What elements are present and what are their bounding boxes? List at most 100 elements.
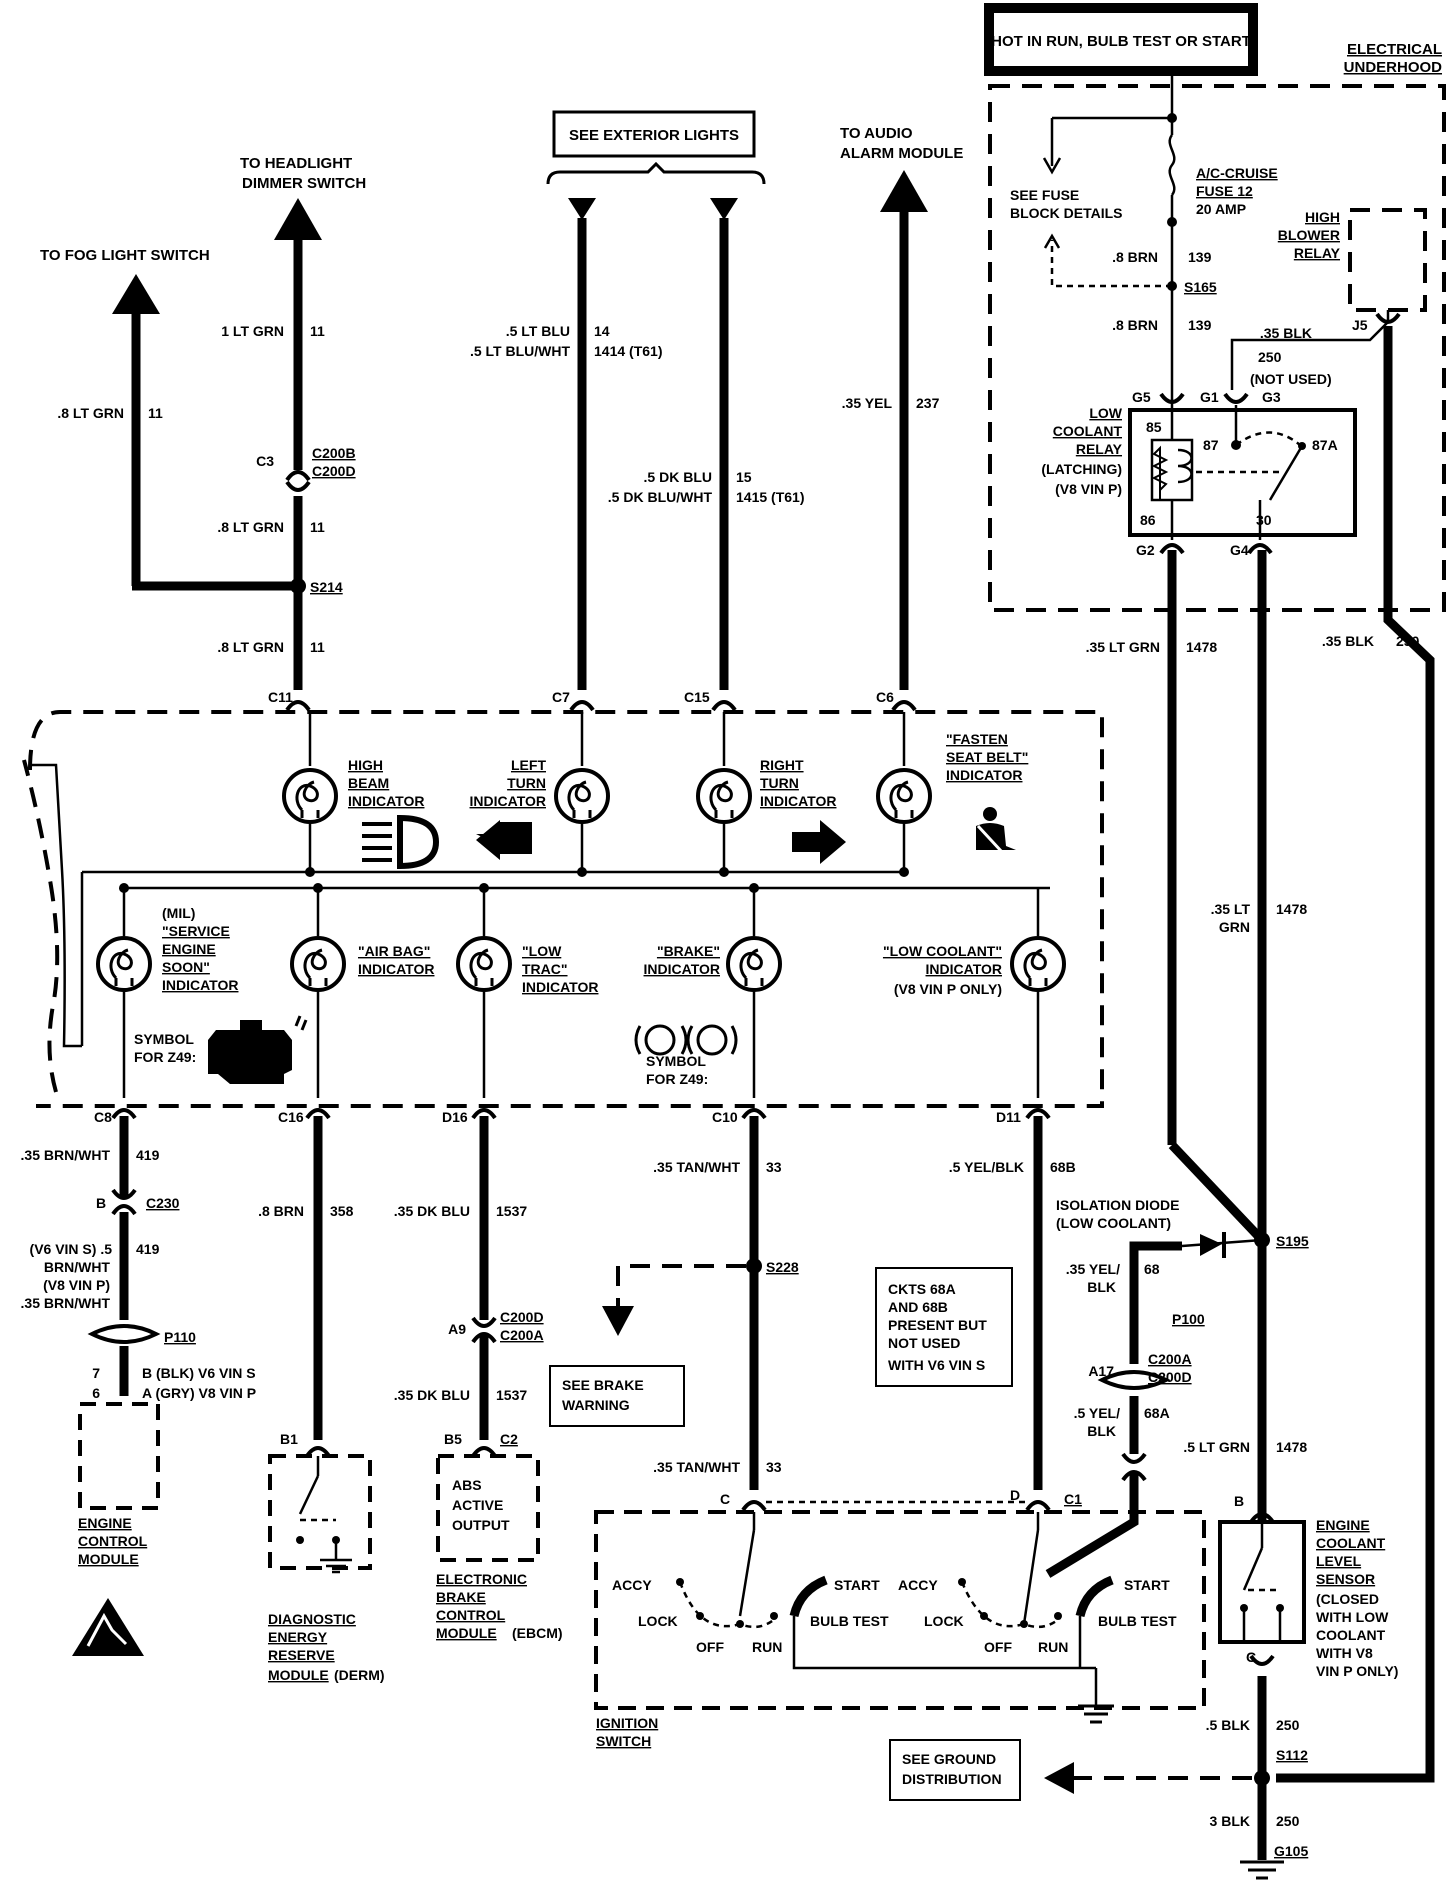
wire-3-lt-grn: .8 LT GRN: [217, 639, 284, 655]
wire-lt-blu-wht-c: 1414 (T61): [594, 343, 662, 359]
sensor-2: COOLANT: [1316, 1535, 1386, 1551]
ign-start-1: START: [834, 1577, 880, 1593]
ign-accy-1: ACCY: [612, 1577, 652, 1593]
ign-bulb-2: BULB TEST: [1098, 1613, 1177, 1629]
airbag-1: "AIR BAG": [358, 943, 430, 959]
sensor-6: WITH LOW: [1316, 1609, 1389, 1625]
ign-d: D: [1010, 1487, 1020, 1503]
exterior-arrow-2: [710, 198, 738, 220]
sensor-7: COOLANT: [1316, 1627, 1386, 1643]
high-beam-1: HIGH: [348, 757, 383, 773]
w-1537-b-c: 1537: [496, 1387, 527, 1403]
conn-c15: C15: [684, 689, 710, 705]
see-fuse-1: SEE FUSE: [1010, 187, 1079, 203]
high-beam-3: INDICATOR: [348, 793, 424, 809]
engine-icon: [208, 1015, 308, 1084]
conn-c3: C3: [256, 453, 274, 469]
derm-2: ENERGY: [268, 1629, 328, 1645]
w-1537-a: .35 DK BLU: [394, 1203, 470, 1219]
blower-relay-label-3: RELAY: [1294, 245, 1341, 261]
w-1478-mid-c: 1478: [1276, 901, 1307, 917]
wire-1-lt-grn: 1 LT GRN: [221, 323, 284, 339]
ignition-switch-left: [676, 1512, 1096, 1670]
ign-c1: C1: [1064, 1491, 1082, 1507]
power-source-label: HOT IN RUN, BULB TEST OR START: [991, 33, 1251, 50]
w-250-gnd-c: 250: [1276, 1813, 1300, 1829]
headlight-arrow: [274, 198, 322, 240]
pin-7-label: B (BLK) V6 VIN S: [142, 1365, 256, 1381]
w-250-low: .5 BLK: [1206, 1717, 1250, 1733]
diode-label-2: (LOW COOLANT): [1056, 1215, 1171, 1231]
dest-fog: TO FOG LIGHT SWITCH: [40, 247, 210, 264]
wire-fog: .8 LT GRN: [57, 405, 124, 421]
ckts-1: CKTS 68A: [888, 1281, 956, 1297]
conn-c200a-2: C200A: [500, 1327, 544, 1343]
ground-dist-1: SEE GROUND: [902, 1751, 996, 1767]
w-358: .8 BRN: [258, 1203, 304, 1219]
conn-d11: D11: [996, 1109, 1021, 1125]
conn-c8: C8: [94, 1109, 112, 1125]
ebcm-3: CONTROL: [436, 1607, 506, 1623]
splice-s228: [746, 1258, 762, 1274]
underhood-electrical-center: [988, 84, 1446, 612]
coolant-ind-3: (V8 VIN P ONLY): [894, 981, 1002, 997]
power-source-box: [984, 3, 1258, 76]
cluster-top-row: [80, 700, 932, 1046]
w-1478-mid: .35 LT: [1211, 901, 1251, 917]
w-33-a: .35 TAN/WHT: [653, 1159, 740, 1175]
sensor-pin-b: B: [1234, 1493, 1244, 1509]
dest-audio-1: TO AUDIO: [840, 125, 913, 142]
sensor-1: ENGINE: [1316, 1517, 1370, 1533]
high-beam-2: BEAM: [348, 775, 389, 791]
relay-85: 85: [1146, 419, 1162, 435]
w-419-b: (V6 VIN S) .5: [30, 1241, 113, 1257]
conn-c230: C230: [146, 1195, 180, 1211]
mil-3: ENGINE: [162, 941, 216, 957]
derm-switch: [296, 1456, 352, 1574]
relay-30: 30: [1256, 512, 1272, 528]
conn-a17: A17: [1088, 1363, 1114, 1379]
sensor-4: SENSOR: [1316, 1571, 1375, 1587]
wire-dk-blu-wht-c: 1415 (T61): [736, 489, 804, 505]
splice-s195-label: S195: [1276, 1233, 1309, 1249]
seat-belt-1: "FASTEN: [946, 731, 1008, 747]
ign-off-2: OFF: [984, 1639, 1012, 1655]
ign-run-2: RUN: [1038, 1639, 1068, 1655]
w-68a-c: 68A: [1144, 1405, 1170, 1421]
ground-dist-2: DISTRIBUTION: [902, 1771, 1002, 1787]
splice-s214: [290, 578, 306, 594]
wire-dk-blu-c: 15: [736, 469, 752, 485]
conn-c200d-2: C200D: [500, 1309, 544, 1325]
dest-headlight-1: TO HEADLIGHT: [240, 155, 352, 172]
w-1478-mid-b: GRN: [1219, 919, 1250, 935]
wire-1-lt-grn-c: 11: [310, 323, 325, 339]
relay-g1: G1: [1200, 389, 1219, 405]
splice-s112: [1254, 1770, 1270, 1786]
trac-1: "LOW: [522, 943, 562, 959]
seat-belt-2: SEAT BELT": [946, 749, 1028, 765]
pin-7: 7: [92, 1365, 100, 1381]
ckts-3: PRESENT BUT: [888, 1317, 987, 1333]
mil-2: "SERVICE: [162, 923, 230, 939]
underhood-center-label: UNDERHOOD ELECTRICAL: [1344, 41, 1443, 76]
fuse-amp: 20 AMP: [1196, 201, 1246, 217]
ecm-1: ENGINE: [78, 1515, 132, 1531]
conn-c7: C7: [552, 689, 570, 705]
trac-2: TRAC": [522, 961, 568, 977]
sensor-switch: [1240, 1522, 1284, 1642]
relay-g5: G5: [1132, 389, 1151, 405]
diode-label-1: ISOLATION DIODE: [1056, 1197, 1179, 1213]
esd-warning-icon: [72, 1598, 144, 1656]
conn-b5: B5: [444, 1431, 462, 1447]
right-turn-1: RIGHT: [760, 757, 804, 773]
ign-lock-2: LOCK: [924, 1613, 964, 1629]
relay-label-2: COOLANT: [1053, 423, 1123, 439]
w-1537-a-c: 1537: [496, 1203, 527, 1219]
wire-lt-blu-wht: .5 LT BLU/WHT: [470, 343, 571, 359]
w-68b: .5 YEL/BLK: [949, 1159, 1024, 1175]
symbol-z49-a: SYMBOL: [134, 1031, 194, 1047]
ign-run-1: RUN: [752, 1639, 782, 1655]
fog-arrow: [112, 274, 160, 314]
pin-6: 6: [92, 1385, 100, 1401]
symbol-z49-b: FOR Z49:: [134, 1049, 196, 1065]
